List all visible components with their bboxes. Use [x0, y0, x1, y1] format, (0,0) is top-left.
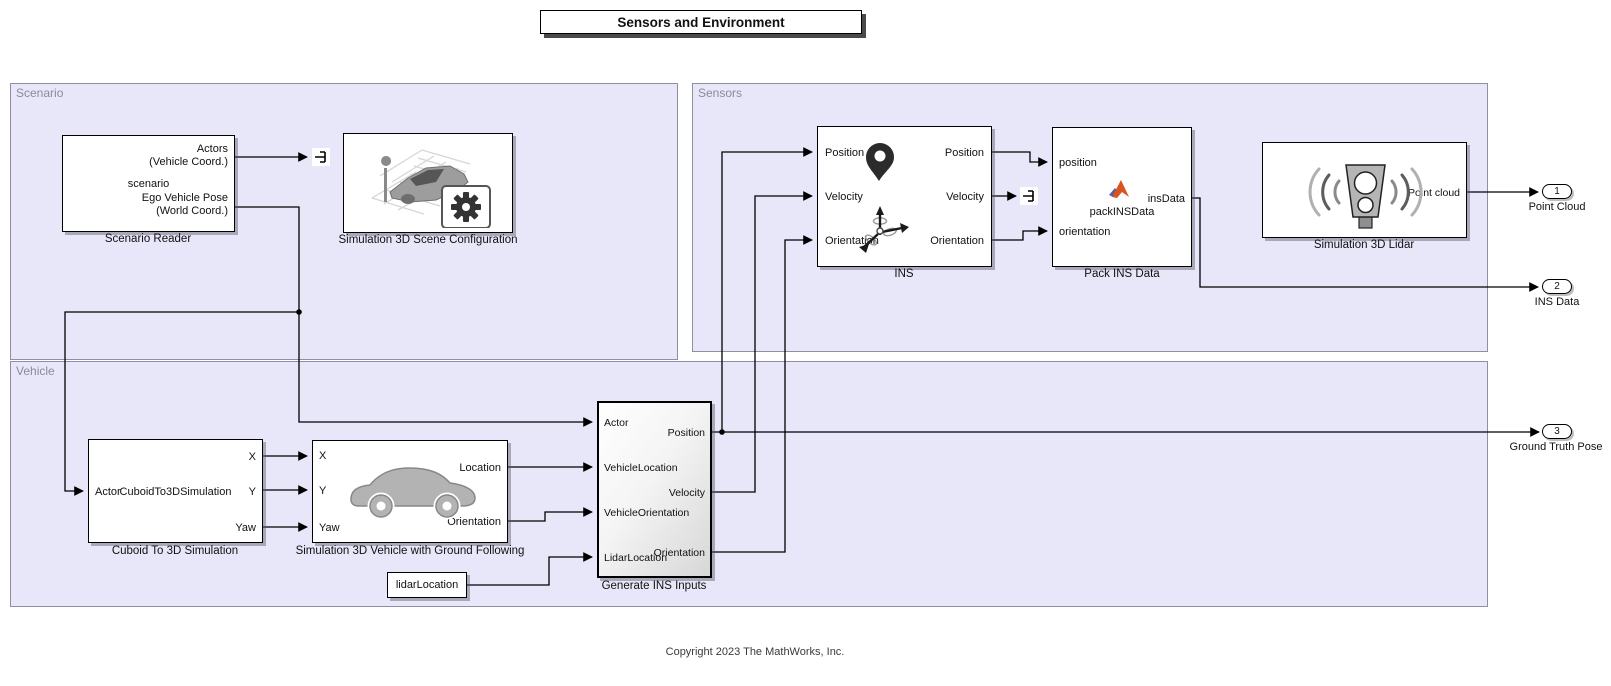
gear-icon — [441, 185, 491, 228]
region-sensors-label: Sensors — [698, 86, 743, 100]
vehicle-out-orientation: Orientation — [447, 516, 501, 528]
cuboid-out-x: X — [248, 451, 256, 463]
region-vehicle-label: Vehicle — [16, 364, 55, 378]
terminator-2-block[interactable] — [1020, 187, 1038, 205]
car-icon — [350, 467, 476, 520]
ins-in-position: Position — [825, 147, 865, 159]
block-ins[interactable]: Position Velocity Orientation Position V… — [817, 126, 992, 267]
pack-in-position: position — [1059, 157, 1097, 169]
pack-function-name: packINSData — [1089, 206, 1155, 218]
gen-in-actor: Actor — [604, 417, 629, 429]
cuboid-out-yaw: Yaw — [235, 522, 256, 534]
outport-3-number: 3 — [1554, 426, 1560, 437]
port-label-ego-pose: Ego Vehicle Pose — [141, 192, 228, 204]
location-pin-icon — [866, 143, 894, 181]
scenario-reader-center-label: scenario — [127, 178, 170, 190]
terminator-icon — [315, 151, 326, 163]
diagram-title: Sensors and Environment — [540, 10, 862, 34]
outport-1[interactable]: 1 — [1542, 184, 1572, 199]
ins-out-velocity: Velocity — [946, 191, 984, 203]
block-lidar-location[interactable]: lidarLocation — [387, 572, 467, 598]
port-label-actors: Actors — [196, 143, 228, 155]
port-label-actors-coord: (Vehicle Coord.) — [149, 156, 228, 168]
pack-out-insdata: insData — [1147, 193, 1185, 205]
gen-in-lidar-location: LidarLocation — [604, 552, 668, 564]
port-label-ego-coord: (World Coord.) — [156, 205, 228, 217]
block-scene-config[interactable] — [343, 133, 513, 233]
outport-2-number: 2 — [1554, 281, 1560, 292]
imu-axes-icon — [859, 206, 909, 253]
outport-3-label: Ground Truth Pose — [1509, 441, 1603, 453]
caption-scene-config: Simulation 3D Scene Configuration — [338, 234, 518, 246]
block-pack-ins-data[interactable]: position orientation insData packINSData — [1052, 127, 1192, 267]
outport-1-number: 1 — [1554, 186, 1560, 197]
ins-in-velocity: Velocity — [825, 191, 863, 203]
caption-pack-ins-data: Pack INS Data — [1084, 268, 1160, 280]
caption-scenario-reader: Scenario Reader — [104, 233, 192, 245]
outport-3[interactable]: 3 — [1542, 424, 1572, 439]
caption-ins: INS — [894, 268, 914, 280]
ins-out-position: Position — [944, 147, 984, 159]
cuboid-out-y: Y — [248, 486, 256, 498]
block-sim3d-vehicle[interactable]: X Y Yaw Location Orientation — [312, 440, 508, 543]
diagram-title-text: Sensors and Environment — [617, 14, 785, 30]
caption-generate-ins: Generate INS Inputs — [601, 580, 707, 592]
block-cuboid[interactable]: Actor CuboidTo3DSimulation X Y Yaw — [88, 439, 263, 543]
outport-1-label: Point Cloud — [1528, 201, 1586, 213]
terminator-icon — [1023, 190, 1034, 202]
gen-out-position: Position — [667, 427, 705, 439]
cuboid-center-label: CuboidTo3DSimulation — [119, 486, 232, 498]
terminator-1-block[interactable] — [312, 148, 330, 166]
gen-out-velocity: Velocity — [668, 487, 705, 499]
gen-in-vehicle-location: VehicleLocation — [604, 462, 678, 474]
region-scenario-label: Scenario — [16, 86, 64, 100]
caption-sim3d-vehicle: Simulation 3D Vehicle with Ground Follow… — [295, 545, 525, 557]
lidar-sensor-icon — [1308, 164, 1423, 229]
vehicle-in-y: Y — [319, 485, 327, 497]
block-generate-ins[interactable]: Actor VehicleLocation VehicleOrientation… — [597, 401, 712, 578]
ins-icon-group — [859, 143, 909, 253]
vehicle-in-yaw: Yaw — [319, 522, 340, 534]
scene-3d-icon — [371, 149, 491, 228]
ins-out-orientation: Orientation — [930, 235, 984, 247]
gen-out-orientation: Orientation — [653, 547, 705, 559]
vehicle-out-location: Location — [459, 462, 501, 474]
caption-sim3d-lidar: Simulation 3D Lidar — [1313, 239, 1415, 251]
block-sim3d-lidar[interactable]: Point cloud — [1262, 142, 1467, 238]
block-scenario-reader[interactable]: Actors (Vehicle Coord.) scenario Ego Veh… — [62, 135, 235, 232]
caption-cuboid: Cuboid To 3D Simulation — [111, 545, 239, 557]
copyright-note: Copyright 2023 The MathWorks, Inc. — [665, 646, 845, 658]
gen-in-vehicle-orientation: VehicleOrientation — [604, 507, 690, 519]
outport-2-label: INS Data — [1534, 296, 1580, 308]
vehicle-in-x: X — [319, 450, 327, 462]
matlab-logo-icon — [1109, 180, 1129, 198]
pack-in-orientation: orientation — [1059, 226, 1111, 238]
outport-2[interactable]: 2 — [1542, 279, 1572, 294]
lidar-location-value: lidarLocation — [395, 579, 459, 591]
cuboid-in-actor: Actor — [95, 486, 121, 498]
